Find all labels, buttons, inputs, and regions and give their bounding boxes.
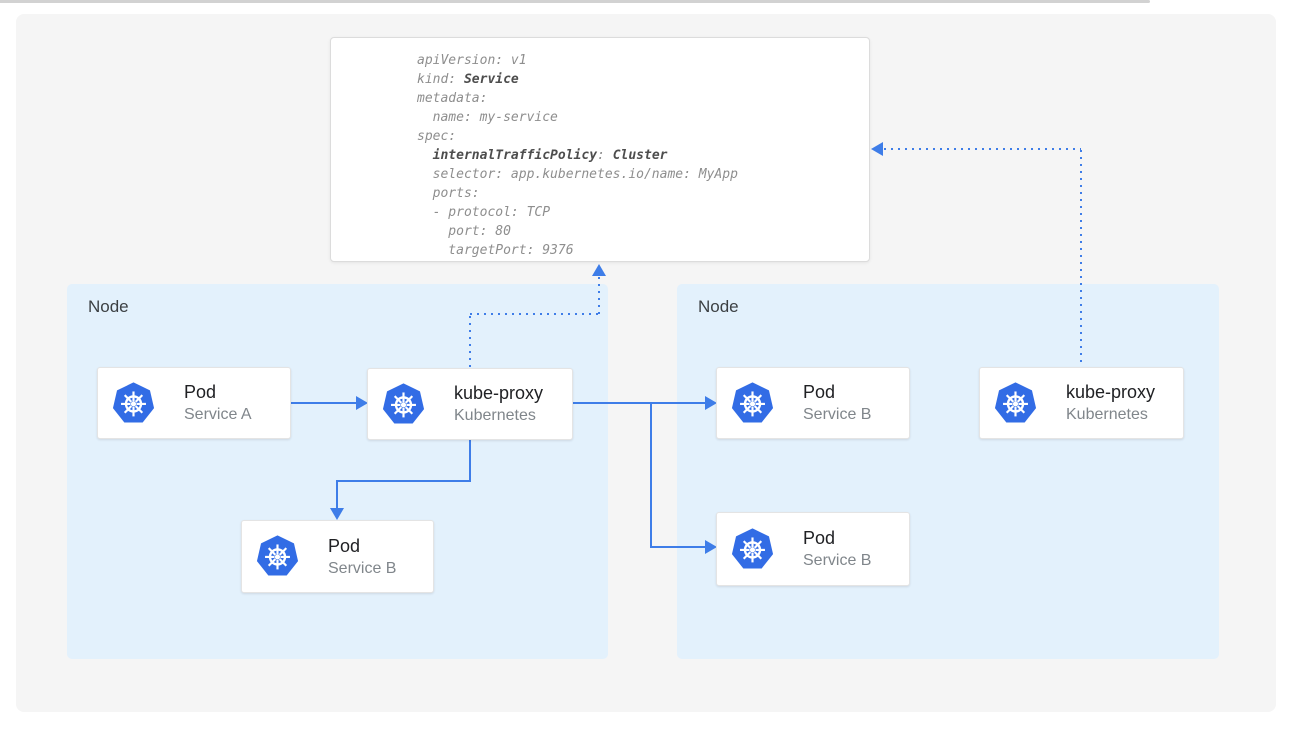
- card-title: kube-proxy: [1066, 382, 1156, 402]
- card-title: Pod: [328, 535, 361, 556]
- arrow-segment: [336, 480, 338, 508]
- card-title: Pod: [803, 528, 836, 548]
- kubernetes-logo-icon: [256, 535, 299, 577]
- kubernetes-logo-icon: [112, 381, 155, 424]
- card-pod-service-b-left: Pod Service B: [241, 520, 434, 593]
- arrowhead-right-icon: [356, 396, 368, 410]
- node-box-right: Node: [677, 284, 1219, 659]
- arrow-segment: [336, 480, 471, 482]
- node-label: Node: [88, 297, 129, 316]
- yaml-line: metadata:: [417, 91, 488, 106]
- card-pod-service-a: Pod Service A: [97, 367, 291, 439]
- card-kube-proxy-left: kube-proxy Kubernetes: [367, 368, 573, 440]
- dotted-segment: [598, 277, 600, 314]
- dotted-segment: [884, 148, 1081, 150]
- arrow-segment: [650, 402, 652, 547]
- yaml-line: ports:: [417, 186, 480, 201]
- card-subtitle: Service B: [328, 559, 397, 577]
- yaml-line: internalTrafficPolicy: Cluster: [432, 148, 668, 163]
- yaml-line: name: my-service: [417, 110, 558, 125]
- yaml-line: - protocol: TCP: [417, 205, 551, 220]
- kubernetes-logo-icon: [994, 381, 1037, 424]
- card-subtitle: Service B: [803, 406, 872, 423]
- card-subtitle: Service A: [184, 406, 252, 423]
- kubernetes-logo-icon: [382, 382, 425, 425]
- card-subtitle: Service B: [803, 552, 872, 569]
- yaml-code-block: apiVersion: v1 kind: Service metadata: nam…: [417, 51, 738, 260]
- card-pod-service-b-right-bottom: Pod Service B: [716, 512, 910, 586]
- card-subtitle: Kubernetes: [1066, 406, 1148, 423]
- dotted-segment: [469, 316, 471, 368]
- card-kube-proxy-right: kube-proxy Kubernetes: [979, 367, 1184, 439]
- service-yaml-panel: apiVersion: v1 kind: Service metadata: nam…: [330, 37, 870, 262]
- dotted-segment: [1080, 150, 1082, 367]
- node-box-left: Node: [67, 284, 608, 659]
- card-pod-service-b-right-top: Pod Service B: [716, 367, 910, 439]
- yaml-line: selector: app.kubernetes.io/name: MyApp: [417, 167, 738, 182]
- arrowhead-right-icon: [705, 396, 717, 410]
- card-subtitle: Kubernetes: [454, 407, 536, 424]
- arrow-segment: [573, 402, 706, 404]
- arrow-segment: [650, 546, 706, 548]
- yaml-line: port: 80: [417, 224, 511, 239]
- kubernetes-logo-icon: [731, 381, 774, 424]
- arrow-segment: [291, 402, 357, 404]
- arrowhead-up-icon: [592, 264, 606, 276]
- yaml-line: spec:: [417, 129, 457, 144]
- top-divider-bar: [0, 0, 1150, 3]
- card-title: Pod: [184, 382, 217, 402]
- kubernetes-logo-icon: [731, 527, 774, 570]
- arrow-segment: [469, 440, 471, 481]
- dotted-segment: [470, 313, 599, 315]
- node-label: Node: [698, 297, 739, 316]
- yaml-line: apiVersion: v1: [417, 53, 527, 68]
- arrowhead-right-icon: [705, 540, 717, 554]
- card-title: Pod: [803, 382, 836, 402]
- yaml-line: targetPort: 9376: [417, 243, 574, 258]
- card-title: kube-proxy: [454, 383, 544, 403]
- arrowhead-left-icon: [871, 142, 883, 156]
- yaml-line: kind: Service: [417, 72, 519, 87]
- arrowhead-down-icon: [330, 508, 344, 520]
